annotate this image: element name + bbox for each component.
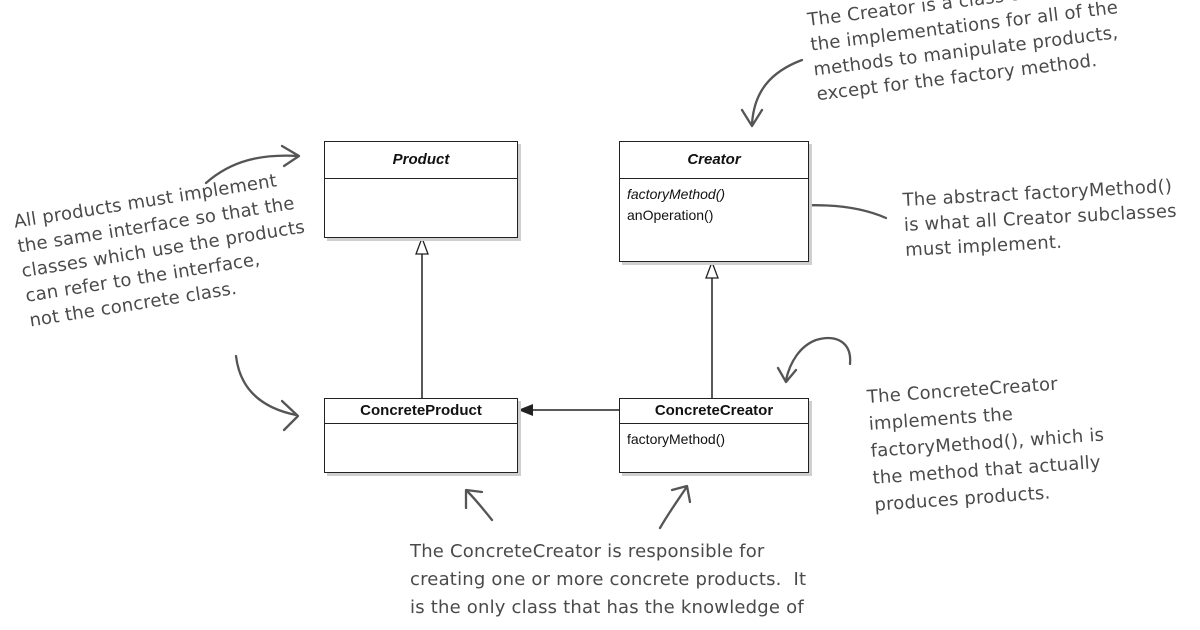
creator-operations: factoryMethod() anOperation() bbox=[620, 179, 808, 231]
products-note-arrow-bottom bbox=[234, 354, 298, 417]
concrete-product-class-name: ConcreteProduct bbox=[325, 399, 517, 424]
creator-note-arrow bbox=[750, 58, 804, 126]
concrete-creator-class-name: ConcreteCreator bbox=[620, 399, 808, 424]
responsible-note-arrow-left-head bbox=[464, 488, 484, 510]
creator-factory-method: factoryMethod() bbox=[627, 186, 726, 202]
creator-class-name: Creator bbox=[620, 142, 808, 179]
creator-class: Creator factoryMethod() anOperation() bbox=[619, 141, 809, 262]
concrete-creator-class: ConcreteCreator factoryMethod() bbox=[619, 398, 809, 473]
products-note-arrow-bottom-head bbox=[280, 399, 300, 432]
product-class: Product bbox=[324, 141, 518, 238]
concrete-creator-factory-method: factoryMethod() bbox=[627, 431, 726, 447]
concrete-product-class: ConcreteProduct bbox=[324, 398, 518, 473]
concrete-creator-responsible-note: The ConcreteCreator is responsible for c… bbox=[410, 541, 807, 618]
creator-an-operation: anOperation() bbox=[627, 207, 714, 223]
responsible-note-arrow-right-head bbox=[670, 484, 692, 504]
products-note-arrow-top-head bbox=[280, 144, 301, 168]
products-note-arrow-top bbox=[204, 154, 300, 185]
concrete-creator-note-arrow-head bbox=[776, 366, 798, 384]
concrete-creator-operations: factoryMethod() bbox=[620, 424, 808, 455]
concrete-creator-implements-note: The ConcreteCreator implements the facto… bbox=[866, 373, 1105, 516]
creator-note-arrow-head bbox=[740, 108, 764, 128]
concrete-creator-note-arrow bbox=[784, 336, 852, 382]
responsible-note-arrow-left bbox=[466, 490, 494, 522]
responsible-note-arrow-right bbox=[658, 486, 688, 530]
product-class-name: Product bbox=[325, 142, 517, 179]
factory-method-note: The abstract factoryMethod() is what all… bbox=[902, 175, 1178, 261]
